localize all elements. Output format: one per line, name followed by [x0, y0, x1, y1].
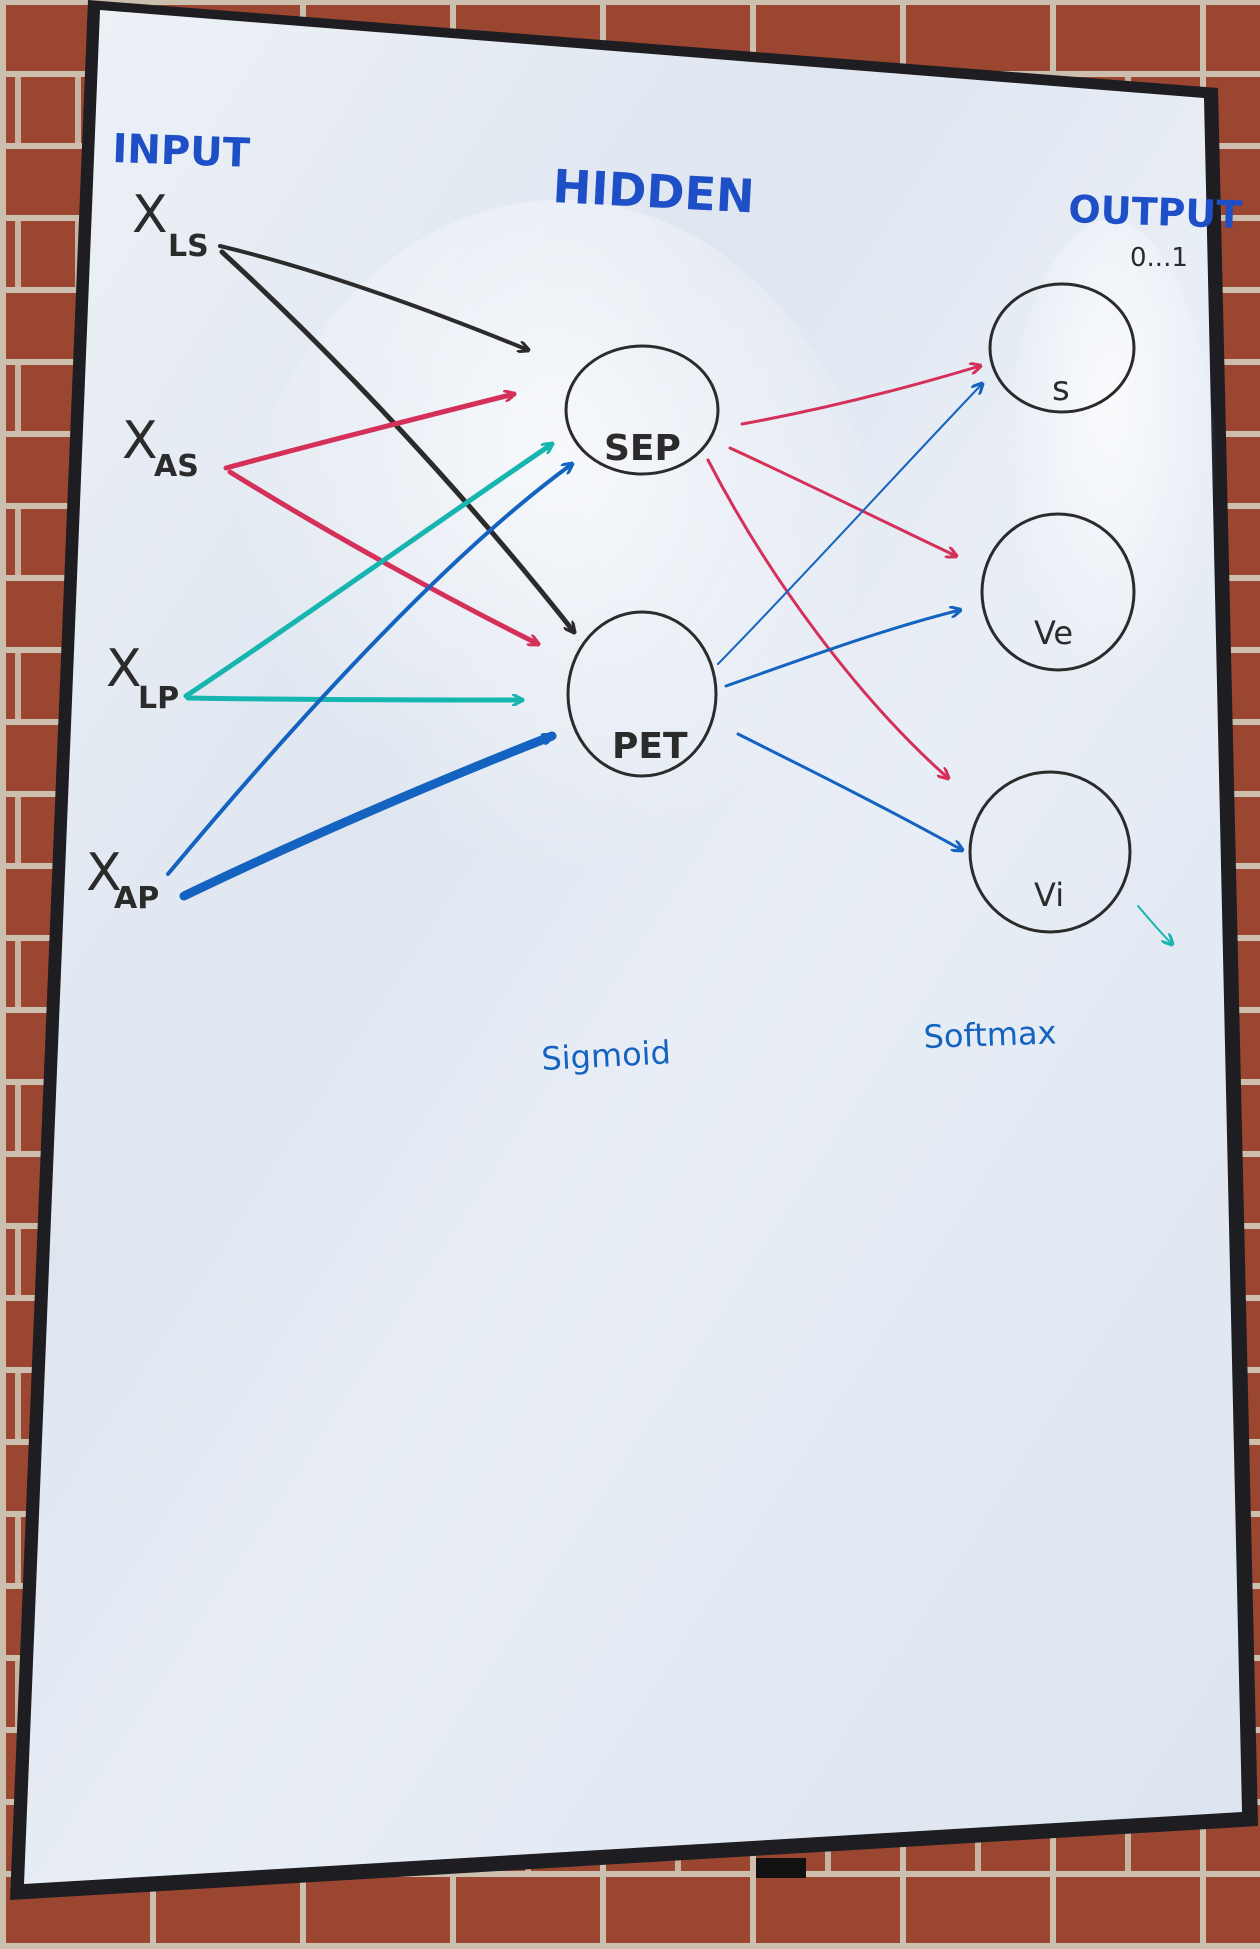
hidden-output-edges: [706, 366, 1172, 944]
edge-xls-sep: [218, 244, 528, 350]
edge-xas-pet: [227, 469, 538, 647]
svg-text:PET: PET: [612, 726, 688, 767]
svg-text:Vi: Vi: [1034, 876, 1064, 914]
hidden-activation-label: Sigmoid: [540, 1033, 671, 1078]
svg-text:X: X: [132, 185, 168, 245]
edge-pet-vi: [736, 732, 962, 850]
svg-text:X: X: [122, 411, 158, 471]
output-node-s: s: [988, 282, 1136, 414]
output-node-ve: Ve: [980, 512, 1136, 672]
edge-xap-pet: [179, 731, 557, 901]
output-range: 0...1: [1130, 243, 1188, 273]
svg-text:s: s: [1052, 369, 1070, 409]
svg-text:LS: LS: [168, 229, 209, 264]
svg-text:X: X: [86, 843, 122, 903]
edge-xlp-sep: [183, 444, 552, 699]
input-x-lp: X LP: [106, 639, 179, 716]
svg-text:SEP: SEP: [604, 428, 681, 469]
hidden-header: HIDDEN: [551, 159, 755, 223]
edge-xas-sep: [223, 394, 514, 471]
output-header: OUTPUT: [1068, 187, 1243, 237]
edge-sep-ve: [728, 446, 956, 556]
svg-text:X: X: [106, 639, 142, 699]
edge-vi-out: [1137, 905, 1172, 944]
edge-xap-sep: [166, 464, 572, 876]
input-hidden-edges: [166, 244, 574, 901]
hidden-node-sep: SEP: [564, 344, 720, 476]
svg-text:LP: LP: [138, 681, 179, 716]
svg-text:AS: AS: [154, 449, 199, 484]
hidden-node-pet: PET: [566, 610, 718, 778]
edge-xls-pet: [219, 249, 574, 632]
edge-pet-s: [717, 384, 982, 665]
output-node-vi: Vi: [968, 770, 1132, 934]
input-x-ap: X AP: [86, 843, 159, 916]
svg-text:AP: AP: [114, 881, 159, 916]
glare-2: [1000, 220, 1220, 820]
edge-sep-s: [740, 366, 980, 426]
edge-xlp-pet: [185, 698, 525, 700]
input-x-ls: X LS: [132, 185, 209, 264]
edge-sep-vi: [706, 458, 948, 778]
marker-tray-clip: [756, 1858, 806, 1878]
output-activation-label: Softmax: [923, 1013, 1057, 1056]
input-x-as: X AS: [122, 411, 199, 484]
svg-text:Ve: Ve: [1034, 614, 1073, 652]
input-header: INPUT: [112, 126, 252, 177]
edge-pet-ve: [724, 610, 960, 688]
glare-1: [230, 200, 890, 1040]
